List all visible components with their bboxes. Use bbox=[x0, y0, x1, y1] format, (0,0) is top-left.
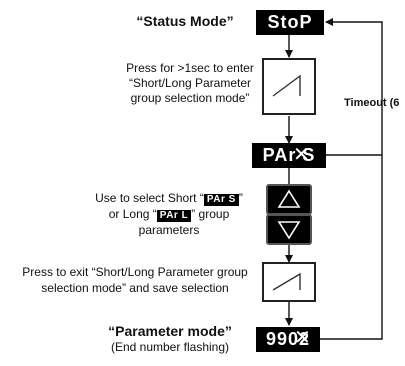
up-button[interactable] bbox=[266, 184, 312, 215]
select-line-2-suffix: ” group bbox=[191, 207, 230, 221]
press-button-icon bbox=[272, 74, 301, 97]
exit-step-line-2: selection mode” and save selection bbox=[41, 281, 229, 295]
flashing-digit-mark: ✕ bbox=[293, 144, 310, 166]
stop-display: StoP bbox=[256, 10, 324, 35]
select-step-line-2: or Long “PAr L” group bbox=[78, 207, 260, 222]
status-mode-label: “Status Mode” bbox=[136, 13, 234, 29]
press-button-enter[interactable] bbox=[262, 58, 316, 115]
pars-display-text: PAr S bbox=[262, 145, 316, 165]
select-line-1-suffix: ” bbox=[238, 191, 243, 205]
enter-step-line-2: “Short/Long Parameter bbox=[128, 76, 252, 90]
pars-display: PAr S bbox=[252, 143, 326, 168]
end-number-flashing-label: (End number flashing) bbox=[110, 340, 230, 354]
press-button-exit[interactable] bbox=[262, 262, 316, 302]
triangle-down-icon bbox=[277, 221, 301, 240]
down-button[interactable] bbox=[266, 214, 312, 245]
connector-timeout-loop bbox=[320, 18, 383, 340]
select-line-1-prefix: Use to select Short “ bbox=[95, 191, 204, 205]
select-line-2-prefix: or Long “ bbox=[108, 207, 157, 221]
stop-display-text: StoP bbox=[267, 12, 313, 32]
parameter-mode-label: “Parameter mode” bbox=[108, 323, 232, 339]
exit-step-line-1: Press to exit “Short/Long Parameter grou… bbox=[22, 265, 248, 279]
value-display-text: 9902 bbox=[265, 329, 311, 349]
flashing-digit-mark: ✕ bbox=[294, 327, 311, 349]
enter-step-line-1: Press for >1sec to enter bbox=[126, 61, 254, 75]
enter-step-line-3: group selection mode” bbox=[130, 91, 250, 105]
select-step-line-3: parameters bbox=[138, 223, 200, 237]
triangle-up-icon bbox=[277, 189, 301, 208]
pars-long-inline-display: PAr L bbox=[156, 210, 192, 222]
pars-short-inline-display: PAr S bbox=[203, 194, 239, 206]
value-display: 9902 bbox=[256, 327, 320, 352]
press-button-icon bbox=[272, 272, 301, 291]
timeout-label: Timeout (6 bbox=[344, 97, 400, 109]
select-step-line-1: Use to select Short “PAr S” bbox=[78, 191, 260, 206]
